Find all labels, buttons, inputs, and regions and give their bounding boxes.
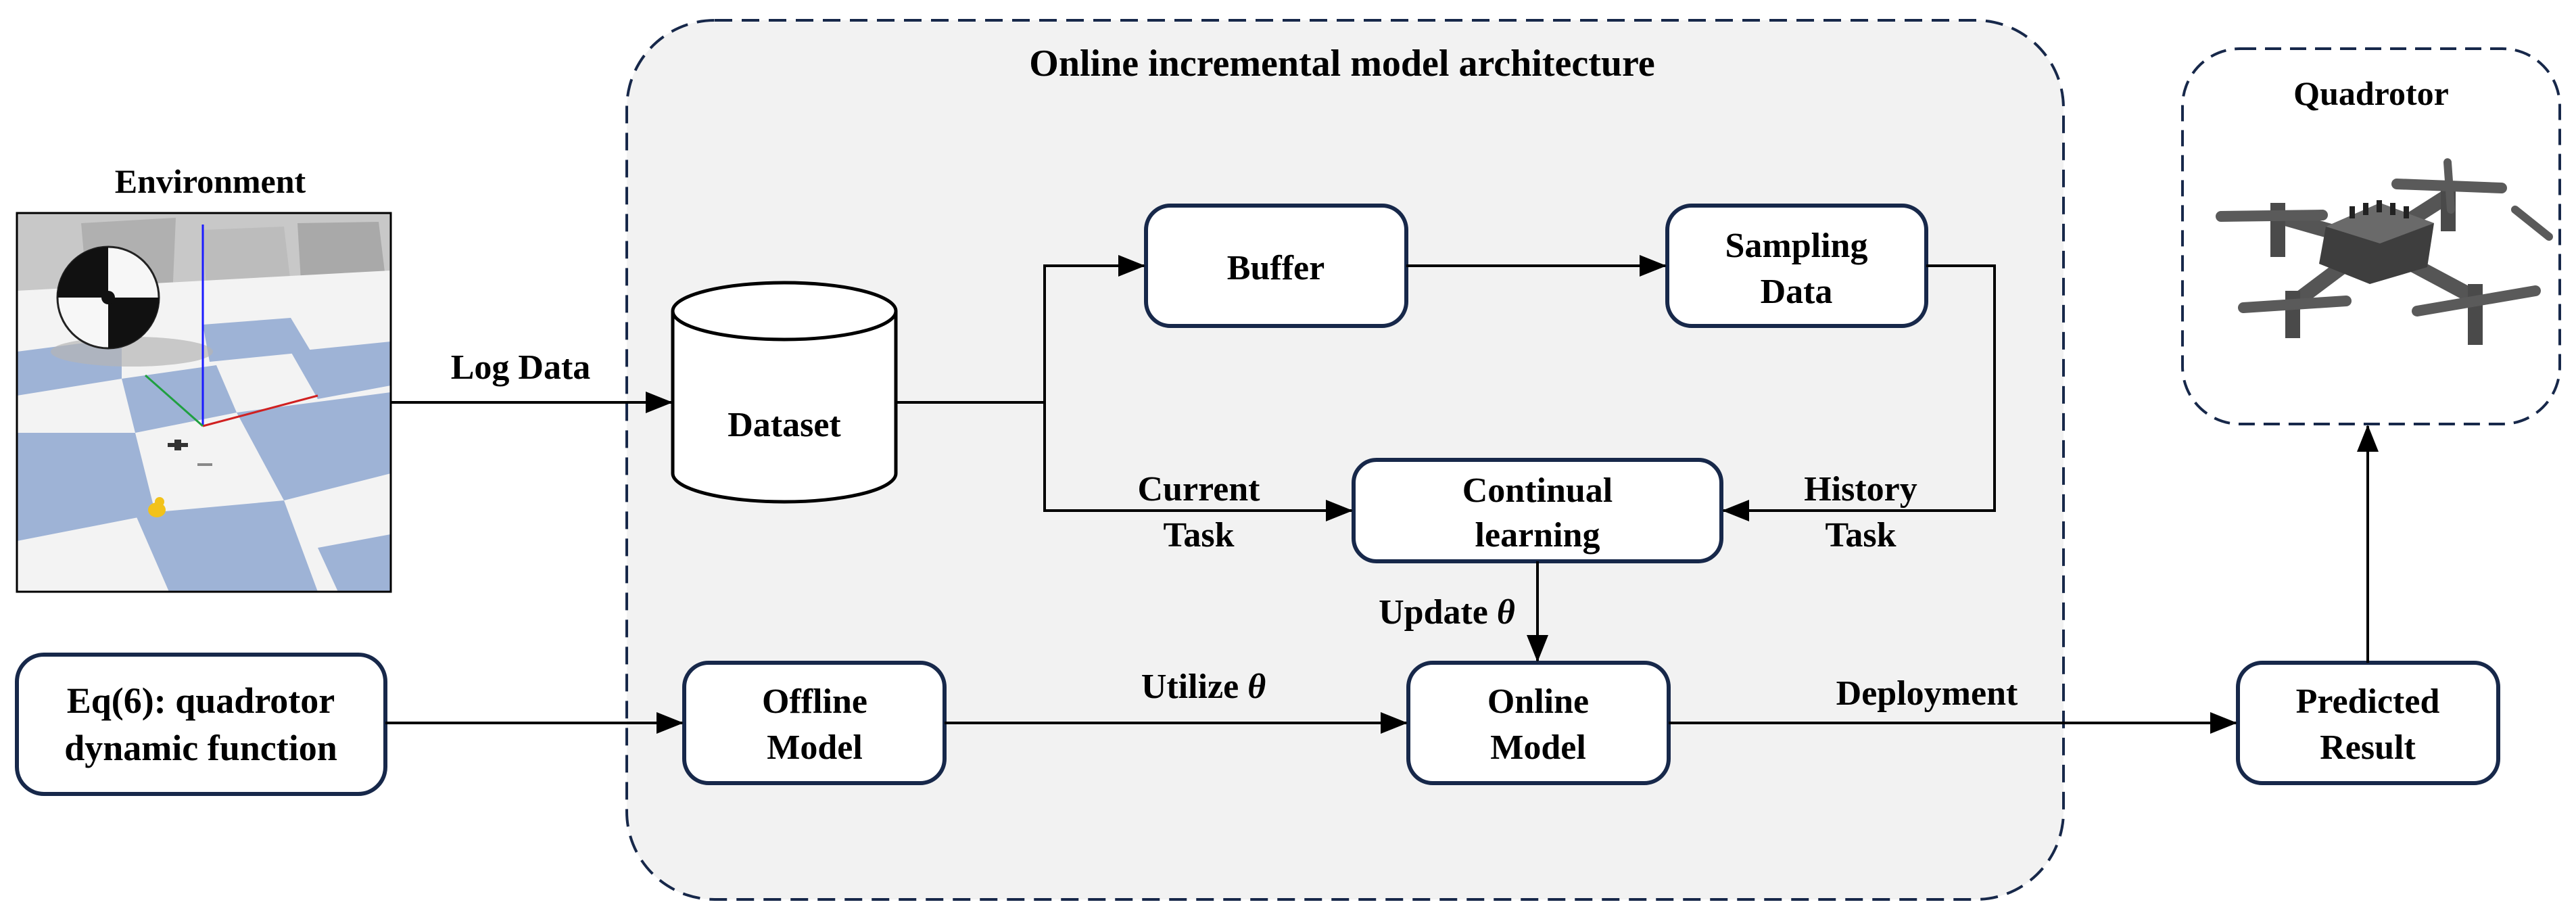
- equation-label-line1: Eq(6): quadrotor: [67, 680, 335, 721]
- deployment-label: Deployment: [1836, 674, 2018, 713]
- quadrotor-image: [2216, 158, 2553, 345]
- history-task-label-line2: Task: [1825, 516, 1896, 555]
- sampling-label-line2: Data: [1761, 273, 1833, 311]
- sampling-label-line1: Sampling: [1725, 227, 1868, 265]
- calibration-ball: [56, 245, 160, 350]
- dataset-cylinder: Dataset: [671, 281, 898, 504]
- arrow-history-task: [1722, 264, 1996, 521]
- utilize-theta-label: Utilize θ: [1141, 667, 1266, 706]
- environment-image: [17, 213, 391, 592]
- continual-label-line2: learning: [1475, 516, 1600, 555]
- dataset-label: Dataset: [728, 406, 841, 444]
- predicted-result-box: Predicted Result: [2236, 661, 2500, 785]
- online-model-box: Online Model: [1406, 661, 1671, 785]
- panel-title: Online incremental model architecture: [1029, 43, 1654, 85]
- equation-box: Eq(6): quadrotor dynamic function: [15, 653, 387, 796]
- predicted-label-line2: Result: [2320, 728, 2416, 767]
- log-data-label: Log Data: [451, 348, 591, 387]
- buffer-label: Buffer: [1227, 249, 1325, 287]
- offline-label-line2: Model: [767, 728, 863, 767]
- history-task-label-line1: History: [1804, 470, 1917, 509]
- update-theta-label: Update θ: [1379, 593, 1515, 632]
- buffer-box: Buffer: [1144, 204, 1408, 328]
- continual-learning-box: Continual learning: [1352, 458, 1723, 563]
- quadrotor-title: Quadrotor: [2293, 74, 2449, 112]
- online-label-line2: Model: [1490, 728, 1586, 767]
- offline-label-line1: Offline: [762, 682, 867, 721]
- current-task-label-line2: Task: [1163, 516, 1234, 555]
- offline-model-box: Offline Model: [682, 661, 947, 785]
- arrow-current-task: [1043, 402, 1353, 521]
- online-label-line1: Online: [1487, 682, 1589, 721]
- sampling-data-box: Sampling Data: [1665, 204, 1928, 328]
- equation-label-line2: dynamic function: [64, 728, 337, 768]
- continual-label-line1: Continual: [1462, 471, 1613, 510]
- environment-title: Environment: [115, 162, 306, 200]
- current-task-label-line1: Current: [1137, 470, 1260, 509]
- predicted-label-line1: Predicted: [2296, 682, 2440, 721]
